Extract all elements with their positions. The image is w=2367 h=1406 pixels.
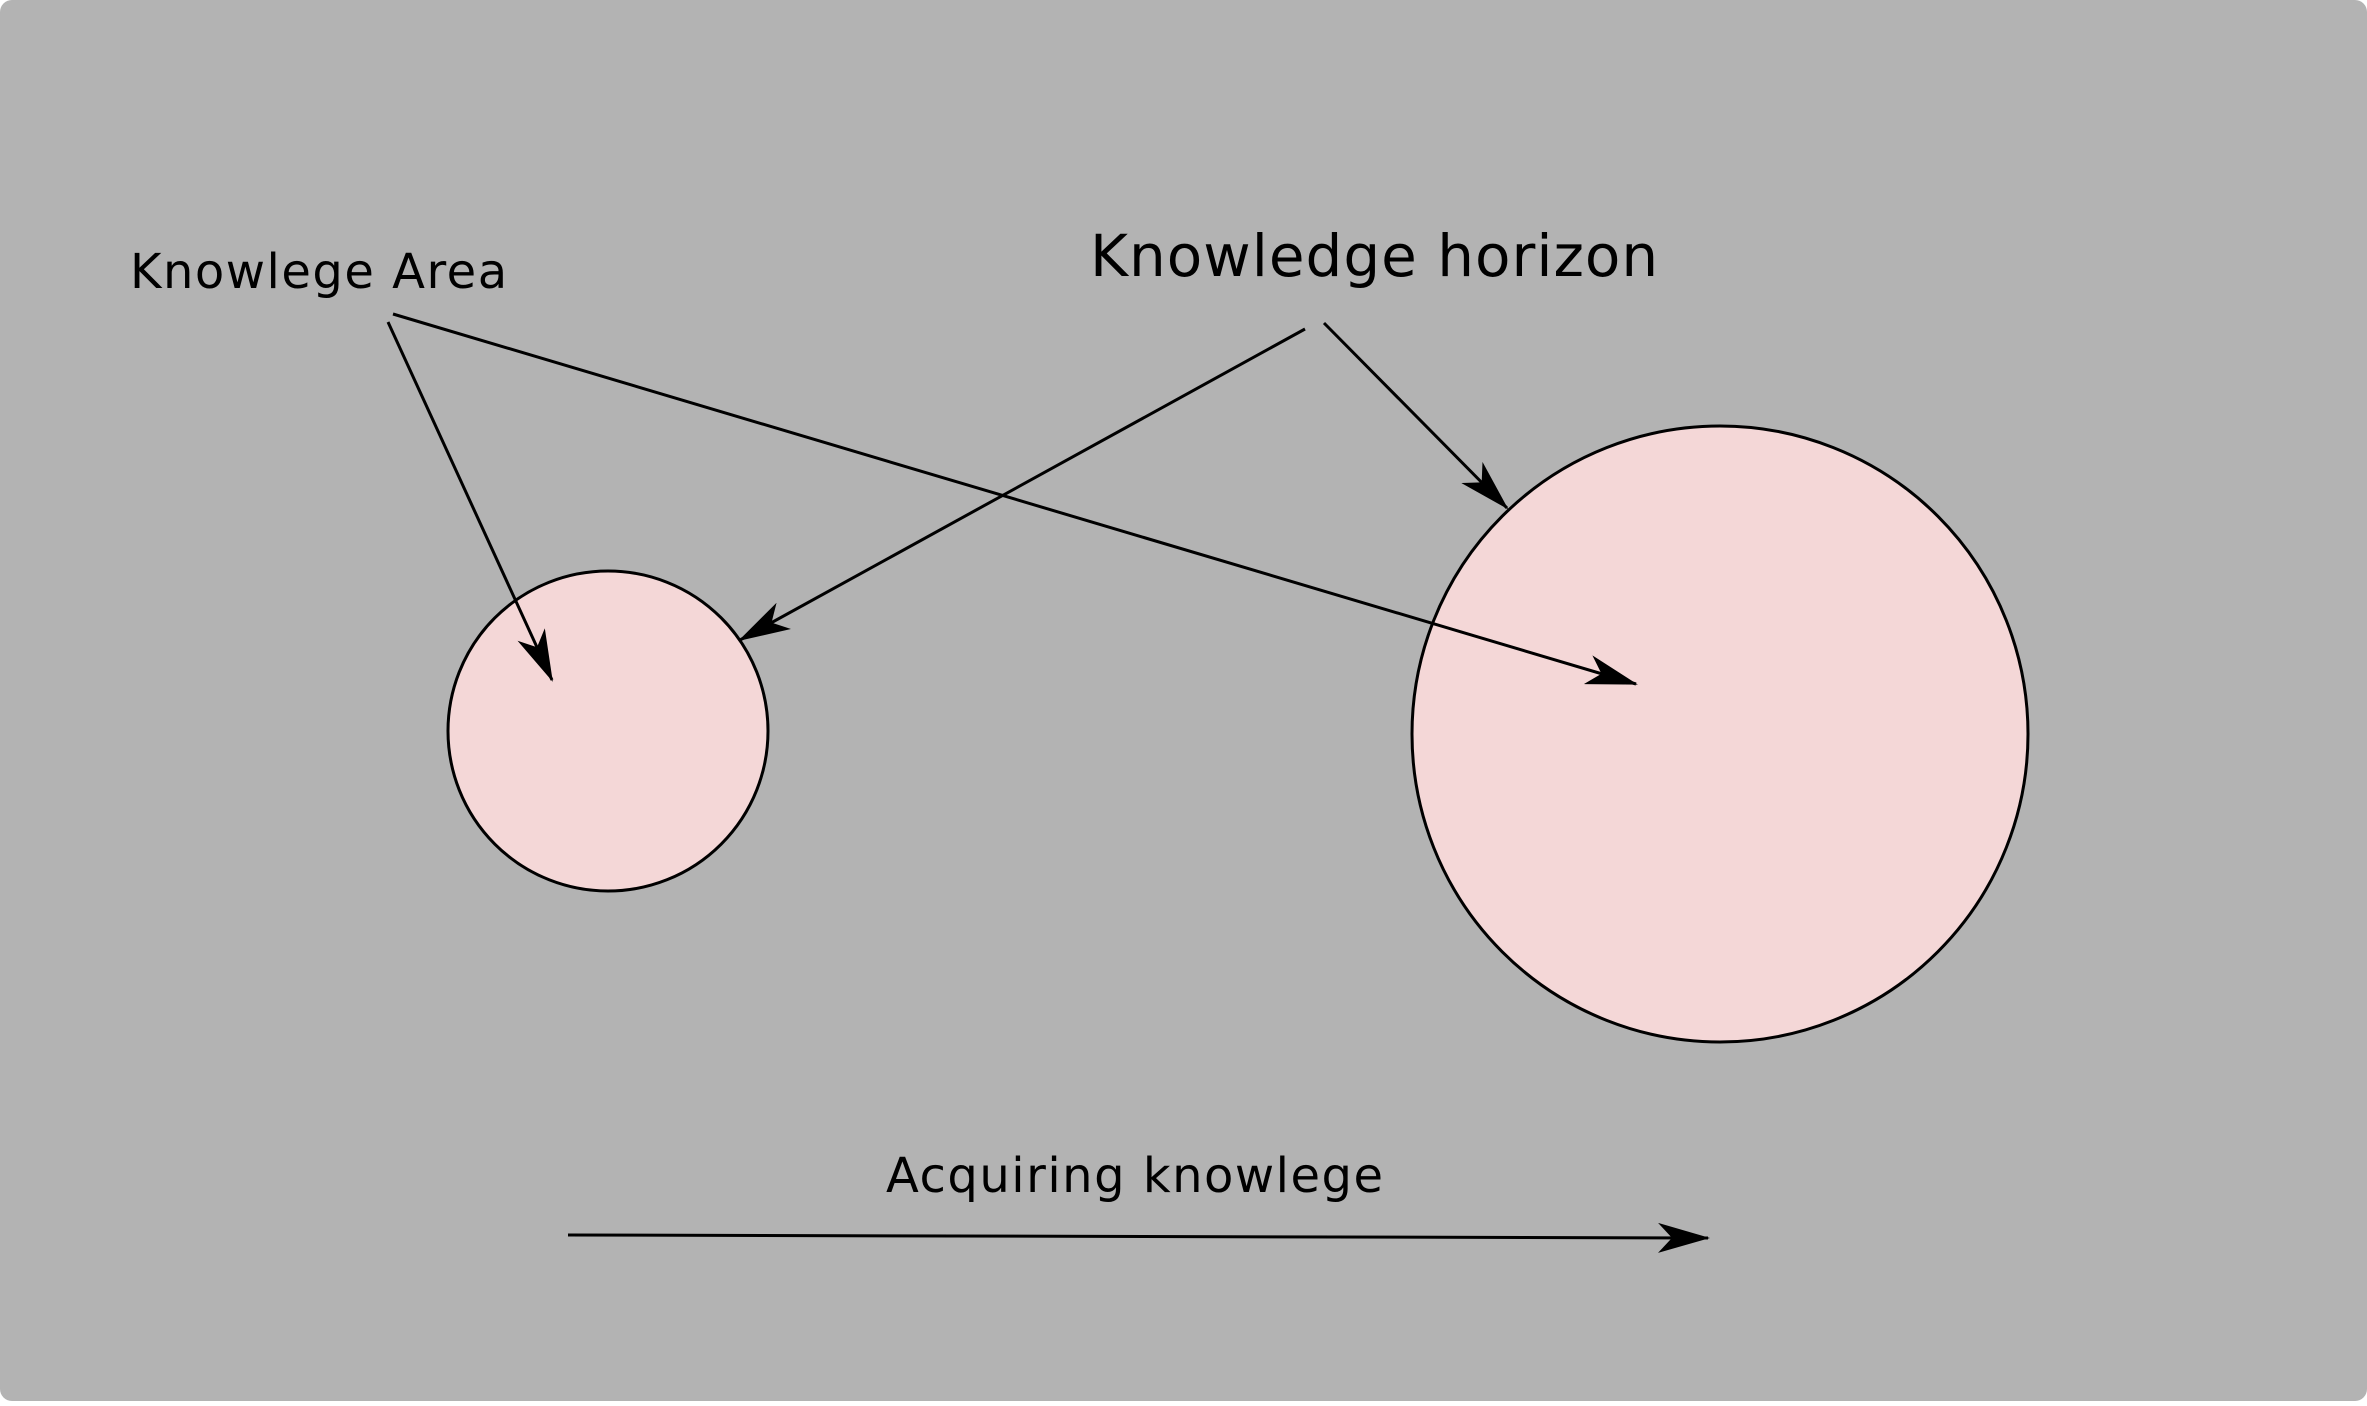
arrow-area-to-large-circle bbox=[392, 312, 1638, 686]
small-knowledge-circle bbox=[446, 569, 770, 893]
arrow-horizon-to-large-circle bbox=[1322, 321, 1509, 510]
arrow-horizon-to-small-circle bbox=[738, 327, 1306, 642]
acquiring-knowledge-arrow bbox=[567, 1222, 1710, 1253]
knowledge-horizon-label: Knowledge horizon bbox=[1090, 222, 1659, 290]
large-knowledge-circle bbox=[1410, 424, 2030, 1044]
knowledge-area-label: Knowlege Area bbox=[130, 244, 509, 300]
acquiring-knowledge-label: Acquiring knowlege bbox=[886, 1148, 1385, 1204]
arrow-area-to-small-circle bbox=[386, 321, 554, 682]
